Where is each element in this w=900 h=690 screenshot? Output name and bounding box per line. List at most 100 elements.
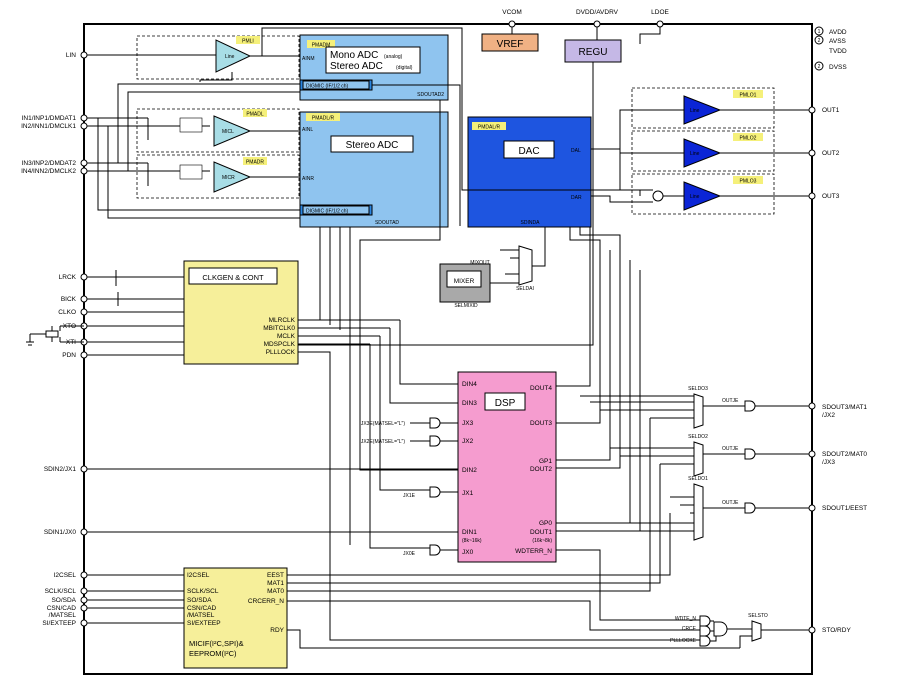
svg-text:IN3/INP2/DMDAT2: IN3/INP2/DMDAT2 (22, 160, 77, 167)
svg-text:/MATSEL: /MATSEL (187, 612, 215, 619)
svg-text:SO/SDA: SO/SDA (51, 597, 76, 604)
svg-text:DIN4: DIN4 (462, 381, 477, 388)
svg-text:SDOUT3/MAT1: SDOUT3/MAT1 (822, 404, 867, 411)
svg-text:MICR: MICR (222, 175, 235, 181)
svg-text:DAL: DAL (571, 148, 581, 154)
svg-text:SELDO1: SELDO1 (688, 476, 708, 482)
pin-dvdd-label: DVDD/AVDRV (576, 9, 619, 16)
svg-text:CRCERR_N: CRCERR_N (248, 598, 284, 605)
pmli-tag (236, 36, 260, 44)
svg-text:2: 2 (818, 64, 821, 70)
svg-text:SELMIXID: SELMIXID (454, 303, 478, 309)
svg-text:PMLO3: PMLO3 (740, 179, 757, 185)
svg-text:SDIN2/JX1: SDIN2/JX1 (44, 466, 77, 473)
pin-avss-label: AVSS (829, 38, 847, 45)
chip-boundary (83, 23, 813, 675)
svg-text:/MATSEL: /MATSEL (49, 612, 77, 619)
regu-label: REGU (579, 47, 608, 58)
svg-text:MDSPCLK: MDSPCLK (264, 341, 296, 348)
svg-text:AINL: AINL (302, 127, 313, 133)
svg-text:Stereo ADC: Stereo ADC (330, 61, 383, 72)
svg-text:SI/EXTEEP: SI/EXTEEP (187, 620, 221, 627)
pin-tvdd-label: TVDD (829, 48, 847, 55)
svg-text:Line: Line (690, 194, 700, 200)
svg-text:/JX3: /JX3 (822, 459, 835, 466)
svg-text:Line: Line (690, 108, 700, 114)
pin-ldoe-label: LDOE (651, 9, 669, 16)
svg-text:DOUT3: DOUT3 (530, 420, 552, 427)
svg-text:2: 2 (818, 38, 821, 44)
svg-text:SCLK/SCL: SCLK/SCL (45, 588, 77, 595)
svg-text:PLLLOCK: PLLLOCK (266, 349, 296, 356)
svg-text:SELDAI: SELDAI (516, 286, 534, 292)
svg-text:RDY: RDY (270, 627, 284, 634)
svg-text:MAT0: MAT0 (267, 588, 284, 595)
svg-text:DOUT1: DOUT1 (530, 529, 552, 536)
pmli-box (136, 35, 300, 80)
vref-label: VREF (497, 39, 524, 50)
svg-text:OUTJE: OUTJE (722, 398, 739, 404)
svg-text:SELDO3: SELDO3 (688, 386, 708, 392)
svg-text:CSN/CAD: CSN/CAD (47, 605, 77, 612)
svg-text:(digital): (digital) (396, 65, 413, 71)
svg-text:SDOUTAD2: SDOUTAD2 (417, 92, 444, 98)
svg-text:OUT1: OUT1 (822, 107, 840, 114)
line-amp-in (215, 39, 252, 73)
power-pins: 1 AVDD 2 AVSS TVDD 2 DVSS (814, 26, 847, 71)
svg-text:WDTERR_N: WDTERR_N (515, 548, 552, 555)
svg-text:AINR: AINR (302, 176, 314, 182)
pin-ldoe (656, 20, 664, 28)
svg-text:GP0: GP0 (539, 520, 552, 527)
svg-text:SDINDA: SDINDA (521, 220, 541, 226)
svg-text:PMADM: PMADM (312, 43, 331, 49)
left-pins: LIN IN1/INP1/DMDAT1 IN2/INN1/DMCLK1 IN3/… (21, 51, 88, 627)
crystal-icon (45, 330, 59, 338)
svg-text:DOUT2: DOUT2 (530, 466, 552, 473)
svg-text:DIGMIC (IF/1/2 ch): DIGMIC (IF/1/2 ch) (306, 209, 349, 215)
svg-text:CRCE: CRCE (682, 626, 697, 632)
svg-text:JX3E(MATSEL="L"): JX3E(MATSEL="L") (361, 421, 406, 427)
svg-text:MICIF(I²C,SPI)&: MICIF(I²C,SPI)& (189, 639, 244, 648)
svg-text:BICK: BICK (61, 296, 77, 303)
svg-text:WDTE_N: WDTE_N (675, 616, 697, 622)
dac-block (467, 116, 592, 228)
svg-text:PLLLOCKE: PLLLOCKE (670, 638, 697, 644)
svg-text:OUT2: OUT2 (822, 150, 840, 157)
svg-text:PMDAL/R: PMDAL/R (478, 125, 501, 131)
svg-text:/JX2: /JX2 (822, 412, 835, 419)
svg-text:PDN: PDN (62, 352, 76, 359)
svg-text:OUTJE: OUTJE (722, 500, 739, 506)
svg-text:IN4/INN2/DMCLK2: IN4/INN2/DMCLK2 (21, 168, 76, 175)
svg-text:SO/SDA: SO/SDA (187, 597, 212, 604)
svg-text:GP1: GP1 (539, 458, 552, 465)
svg-text:DAR: DAR (571, 195, 582, 201)
svg-text:MIXOUT: MIXOUT (470, 260, 489, 266)
pin-vcom (508, 20, 516, 28)
svg-text:DIN1: DIN1 (462, 529, 477, 536)
svg-text:JX0E: JX0E (403, 551, 416, 557)
svg-text:IN1/INP1/DMDAT1: IN1/INP1/DMDAT1 (22, 115, 77, 122)
svg-text:EEPROM(I²C): EEPROM(I²C) (189, 649, 237, 658)
right-pins: OUT1 OUT2 OUT3 SDOUT3/MAT1 /JX2 SDOUT2/M… (808, 106, 867, 634)
svg-text:MLRCLK: MLRCLK (269, 317, 296, 324)
svg-text:SI/EXTEEP: SI/EXTEEP (42, 620, 76, 627)
svg-text:(8k~16k): (8k~16k) (462, 538, 482, 544)
svg-text:1: 1 (818, 29, 821, 35)
svg-text:SDOUT1/EEST: SDOUT1/EEST (822, 505, 867, 512)
svg-text:STO/RDY: STO/RDY (822, 627, 851, 634)
svg-text:IN2/INN1/DMCLK1: IN2/INN1/DMCLK1 (21, 123, 76, 130)
svg-text:PMLO1: PMLO1 (740, 93, 757, 99)
svg-text:CLKO: CLKO (58, 309, 76, 316)
svg-text:MBITCLK0: MBITCLK0 (263, 325, 295, 332)
svg-text:JX0: JX0 (462, 549, 474, 556)
pin-avdd-label: AVDD (829, 29, 847, 36)
seldai-mux (518, 245, 533, 286)
svg-text:MAT1: MAT1 (267, 580, 284, 587)
svg-text:(analog): (analog) (384, 54, 403, 60)
svg-text:LRCK: LRCK (59, 274, 77, 281)
svg-text:DIGMIC (IF/1/2 ch): DIGMIC (IF/1/2 ch) (306, 84, 349, 90)
vref-block (481, 33, 539, 52)
svg-text:DAC: DAC (518, 146, 539, 157)
svg-text:JX3: JX3 (462, 420, 474, 427)
svg-text:SDIN1/JX0: SDIN1/JX0 (44, 529, 77, 536)
